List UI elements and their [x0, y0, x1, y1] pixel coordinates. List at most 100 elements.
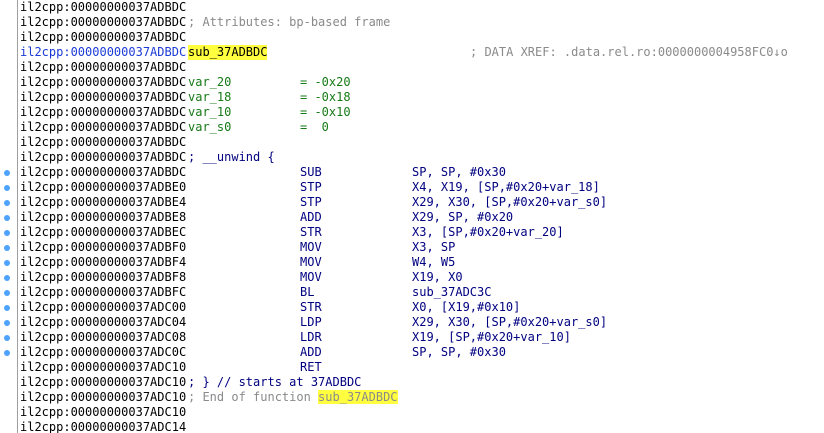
- instruction-operands[interactable]: X29, X30, [SP,#0x20+var_s0]: [412, 315, 608, 329]
- line-address[interactable]: il2cpp:00000000037ADBDC: [20, 120, 186, 135]
- line-address[interactable]: il2cpp:00000000037ADBE4: [20, 195, 186, 210]
- line-address[interactable]: il2cpp:00000000037ADBDC: [20, 0, 186, 15]
- line-address[interactable]: il2cpp:00000000037ADC08: [20, 330, 186, 345]
- line-address[interactable]: il2cpp:00000000037ADC00: [20, 300, 186, 315]
- listing-line[interactable]: il2cpp:00000000037ADBEC STR X3, [SP,#0x20+…: [20, 225, 824, 240]
- listing-line[interactable]: il2cpp:00000000037ADBDC: [20, 135, 824, 150]
- breakpoint-dot-icon[interactable]: [4, 305, 10, 311]
- stack-variable-name[interactable]: var_20: [188, 75, 232, 89]
- line-address[interactable]: il2cpp:00000000037ADC10: [20, 405, 186, 420]
- gutter[interactable]: [0, 0, 17, 433]
- instruction-operands[interactable]: X29, X30, [SP,#0x20+var_s0]: [412, 195, 608, 209]
- line-address[interactable]: il2cpp:00000000037ADBDC: [20, 105, 186, 120]
- instruction-mnemonic[interactable]: LDR: [300, 330, 322, 344]
- line-address[interactable]: il2cpp:00000000037ADBF4: [20, 255, 186, 270]
- listing-line[interactable]: il2cpp:00000000037ADBDC; Attributes: bp-…: [20, 15, 824, 30]
- instruction-operands[interactable]: SP, SP, #0x30: [412, 345, 506, 359]
- line-address[interactable]: il2cpp:00000000037ADBDC: [20, 75, 186, 90]
- breakpoint-dot-icon[interactable]: [4, 335, 10, 341]
- breakpoint-dot-icon[interactable]: [4, 230, 10, 236]
- instruction-mnemonic[interactable]: MOV: [300, 270, 322, 284]
- instruction-mnemonic[interactable]: STP: [300, 195, 322, 209]
- instruction-mnemonic[interactable]: MOV: [300, 240, 322, 254]
- listing-line[interactable]: il2cpp:00000000037ADBF8 MOV X19, X0: [20, 270, 824, 285]
- instruction-mnemonic[interactable]: MOV: [300, 255, 322, 269]
- instruction-mnemonic[interactable]: BL: [300, 285, 315, 299]
- instruction-mnemonic[interactable]: LDP: [300, 315, 322, 329]
- function-name-reference[interactable]: sub_37ADBDC: [318, 390, 398, 404]
- instruction-operands[interactable]: X19, X0: [412, 270, 463, 284]
- line-address[interactable]: il2cpp:00000000037ADBDC: [20, 90, 186, 105]
- instruction-mnemonic[interactable]: ADD: [300, 210, 322, 224]
- listing-line[interactable]: il2cpp:00000000037ADBDC: [20, 30, 824, 45]
- line-address[interactable]: il2cpp:00000000037ADBF8: [20, 270, 186, 285]
- breakpoint-dot-icon[interactable]: [4, 170, 10, 176]
- breakpoint-dot-icon[interactable]: [4, 245, 10, 251]
- listing-line[interactable]: il2cpp:00000000037ADC10; } // starts at …: [20, 375, 824, 390]
- line-address[interactable]: il2cpp:00000000037ADBDC: [20, 60, 186, 75]
- line-address[interactable]: il2cpp:00000000037ADBFC: [20, 285, 186, 300]
- listing-line[interactable]: il2cpp:00000000037ADBDC SUB SP, SP, #0x30: [20, 165, 824, 180]
- xref-comment[interactable]: ; DATA XREF: .data.rel.ro:0000000004958F…: [470, 45, 788, 59]
- instruction-operands[interactable]: sub_37ADC3C: [412, 285, 492, 299]
- function-label[interactable]: sub_37ADBDC: [188, 45, 268, 60]
- instruction-operands[interactable]: SP, SP, #0x30: [412, 165, 506, 179]
- stack-variable-name[interactable]: var_s0: [188, 120, 232, 134]
- line-address[interactable]: il2cpp:00000000037ADC10: [20, 390, 186, 405]
- line-address[interactable]: il2cpp:00000000037ADC04: [20, 315, 186, 330]
- breakpoint-dot-icon[interactable]: [4, 320, 10, 326]
- line-address[interactable]: il2cpp:00000000037ADBDC: [20, 45, 186, 60]
- listing-line[interactable]: il2cpp:00000000037ADBE4 STP X29, X30, [SP,…: [20, 195, 824, 210]
- listing-line[interactable]: il2cpp:00000000037ADBE8 ADD X29, SP, #0x20: [20, 210, 824, 225]
- listing-line[interactable]: il2cpp:00000000037ADC04 LDP X29, X30, [SP,…: [20, 315, 824, 330]
- line-address[interactable]: il2cpp:00000000037ADBEC: [20, 225, 186, 240]
- instruction-mnemonic[interactable]: STR: [300, 225, 322, 239]
- instruction-operands[interactable]: W4, W5: [412, 255, 456, 269]
- instruction-mnemonic[interactable]: RET: [300, 360, 322, 374]
- line-address[interactable]: il2cpp:00000000037ADBDC: [20, 165, 186, 180]
- breakpoint-dot-icon[interactable]: [4, 200, 10, 206]
- breakpoint-dot-icon[interactable]: [4, 275, 10, 281]
- line-address[interactable]: il2cpp:00000000037ADBE8: [20, 210, 186, 225]
- listing-line[interactable]: il2cpp:00000000037ADC14: [20, 420, 824, 433]
- stack-variable-name[interactable]: var_18: [188, 90, 232, 104]
- line-address[interactable]: il2cpp:00000000037ADC10: [20, 375, 186, 390]
- instruction-operands[interactable]: X3, SP: [412, 240, 456, 254]
- instruction-operands[interactable]: X19, [SP,#0x20+var_10]: [412, 330, 571, 344]
- line-address[interactable]: il2cpp:00000000037ADBDC: [20, 135, 186, 150]
- listing-line[interactable]: il2cpp:00000000037ADBF4 MOV W4, W5: [20, 255, 824, 270]
- listing-line[interactable]: il2cpp:00000000037ADC08 LDR X19, [SP,#0x20…: [20, 330, 824, 345]
- instruction-mnemonic[interactable]: STP: [300, 180, 322, 194]
- line-address[interactable]: il2cpp:00000000037ADBDC: [20, 30, 186, 45]
- listing-line[interactable]: il2cpp:00000000037ADBDC: [20, 60, 824, 75]
- listing-line[interactable]: il2cpp:00000000037ADC10: [20, 405, 824, 420]
- listing-line[interactable]: il2cpp:00000000037ADBDC: [20, 0, 824, 15]
- listing-line[interactable]: il2cpp:00000000037ADBE0 STP X4, X19, [SP,#…: [20, 180, 824, 195]
- instruction-operands[interactable]: X3, [SP,#0x20+var_20]: [412, 225, 564, 239]
- listing-line[interactable]: il2cpp:00000000037ADC00 STR X0, [X19,#0x10…: [20, 300, 824, 315]
- instruction-operands[interactable]: X4, X19, [SP,#0x20+var_18]: [412, 180, 600, 194]
- listing-line[interactable]: il2cpp:00000000037ADBFC BL sub_37ADC3C: [20, 285, 824, 300]
- listing-line[interactable]: il2cpp:00000000037ADC10; End of function…: [20, 390, 824, 405]
- instruction-mnemonic[interactable]: ADD: [300, 345, 322, 359]
- instruction-mnemonic[interactable]: SUB: [300, 165, 322, 179]
- breakpoint-dot-icon[interactable]: [4, 185, 10, 191]
- instruction-operands[interactable]: X29, SP, #0x20: [412, 210, 514, 224]
- line-address[interactable]: il2cpp:00000000037ADC0C: [20, 345, 186, 360]
- line-address[interactable]: il2cpp:00000000037ADC10: [20, 360, 186, 375]
- listing-line[interactable]: il2cpp:00000000037ADC0C ADD SP, SP, #0x30: [20, 345, 824, 360]
- instruction-operands[interactable]: X0, [X19,#0x10]: [412, 300, 521, 314]
- line-address[interactable]: il2cpp:00000000037ADC14: [20, 420, 186, 433]
- breakpoint-dot-icon[interactable]: [4, 290, 10, 296]
- line-address[interactable]: il2cpp:00000000037ADBE0: [20, 180, 186, 195]
- breakpoint-dot-icon[interactable]: [4, 260, 10, 266]
- listing-line[interactable]: il2cpp:00000000037ADC10 RET: [20, 360, 824, 375]
- instruction-mnemonic[interactable]: STR: [300, 300, 322, 314]
- breakpoint-dot-icon[interactable]: [4, 215, 10, 221]
